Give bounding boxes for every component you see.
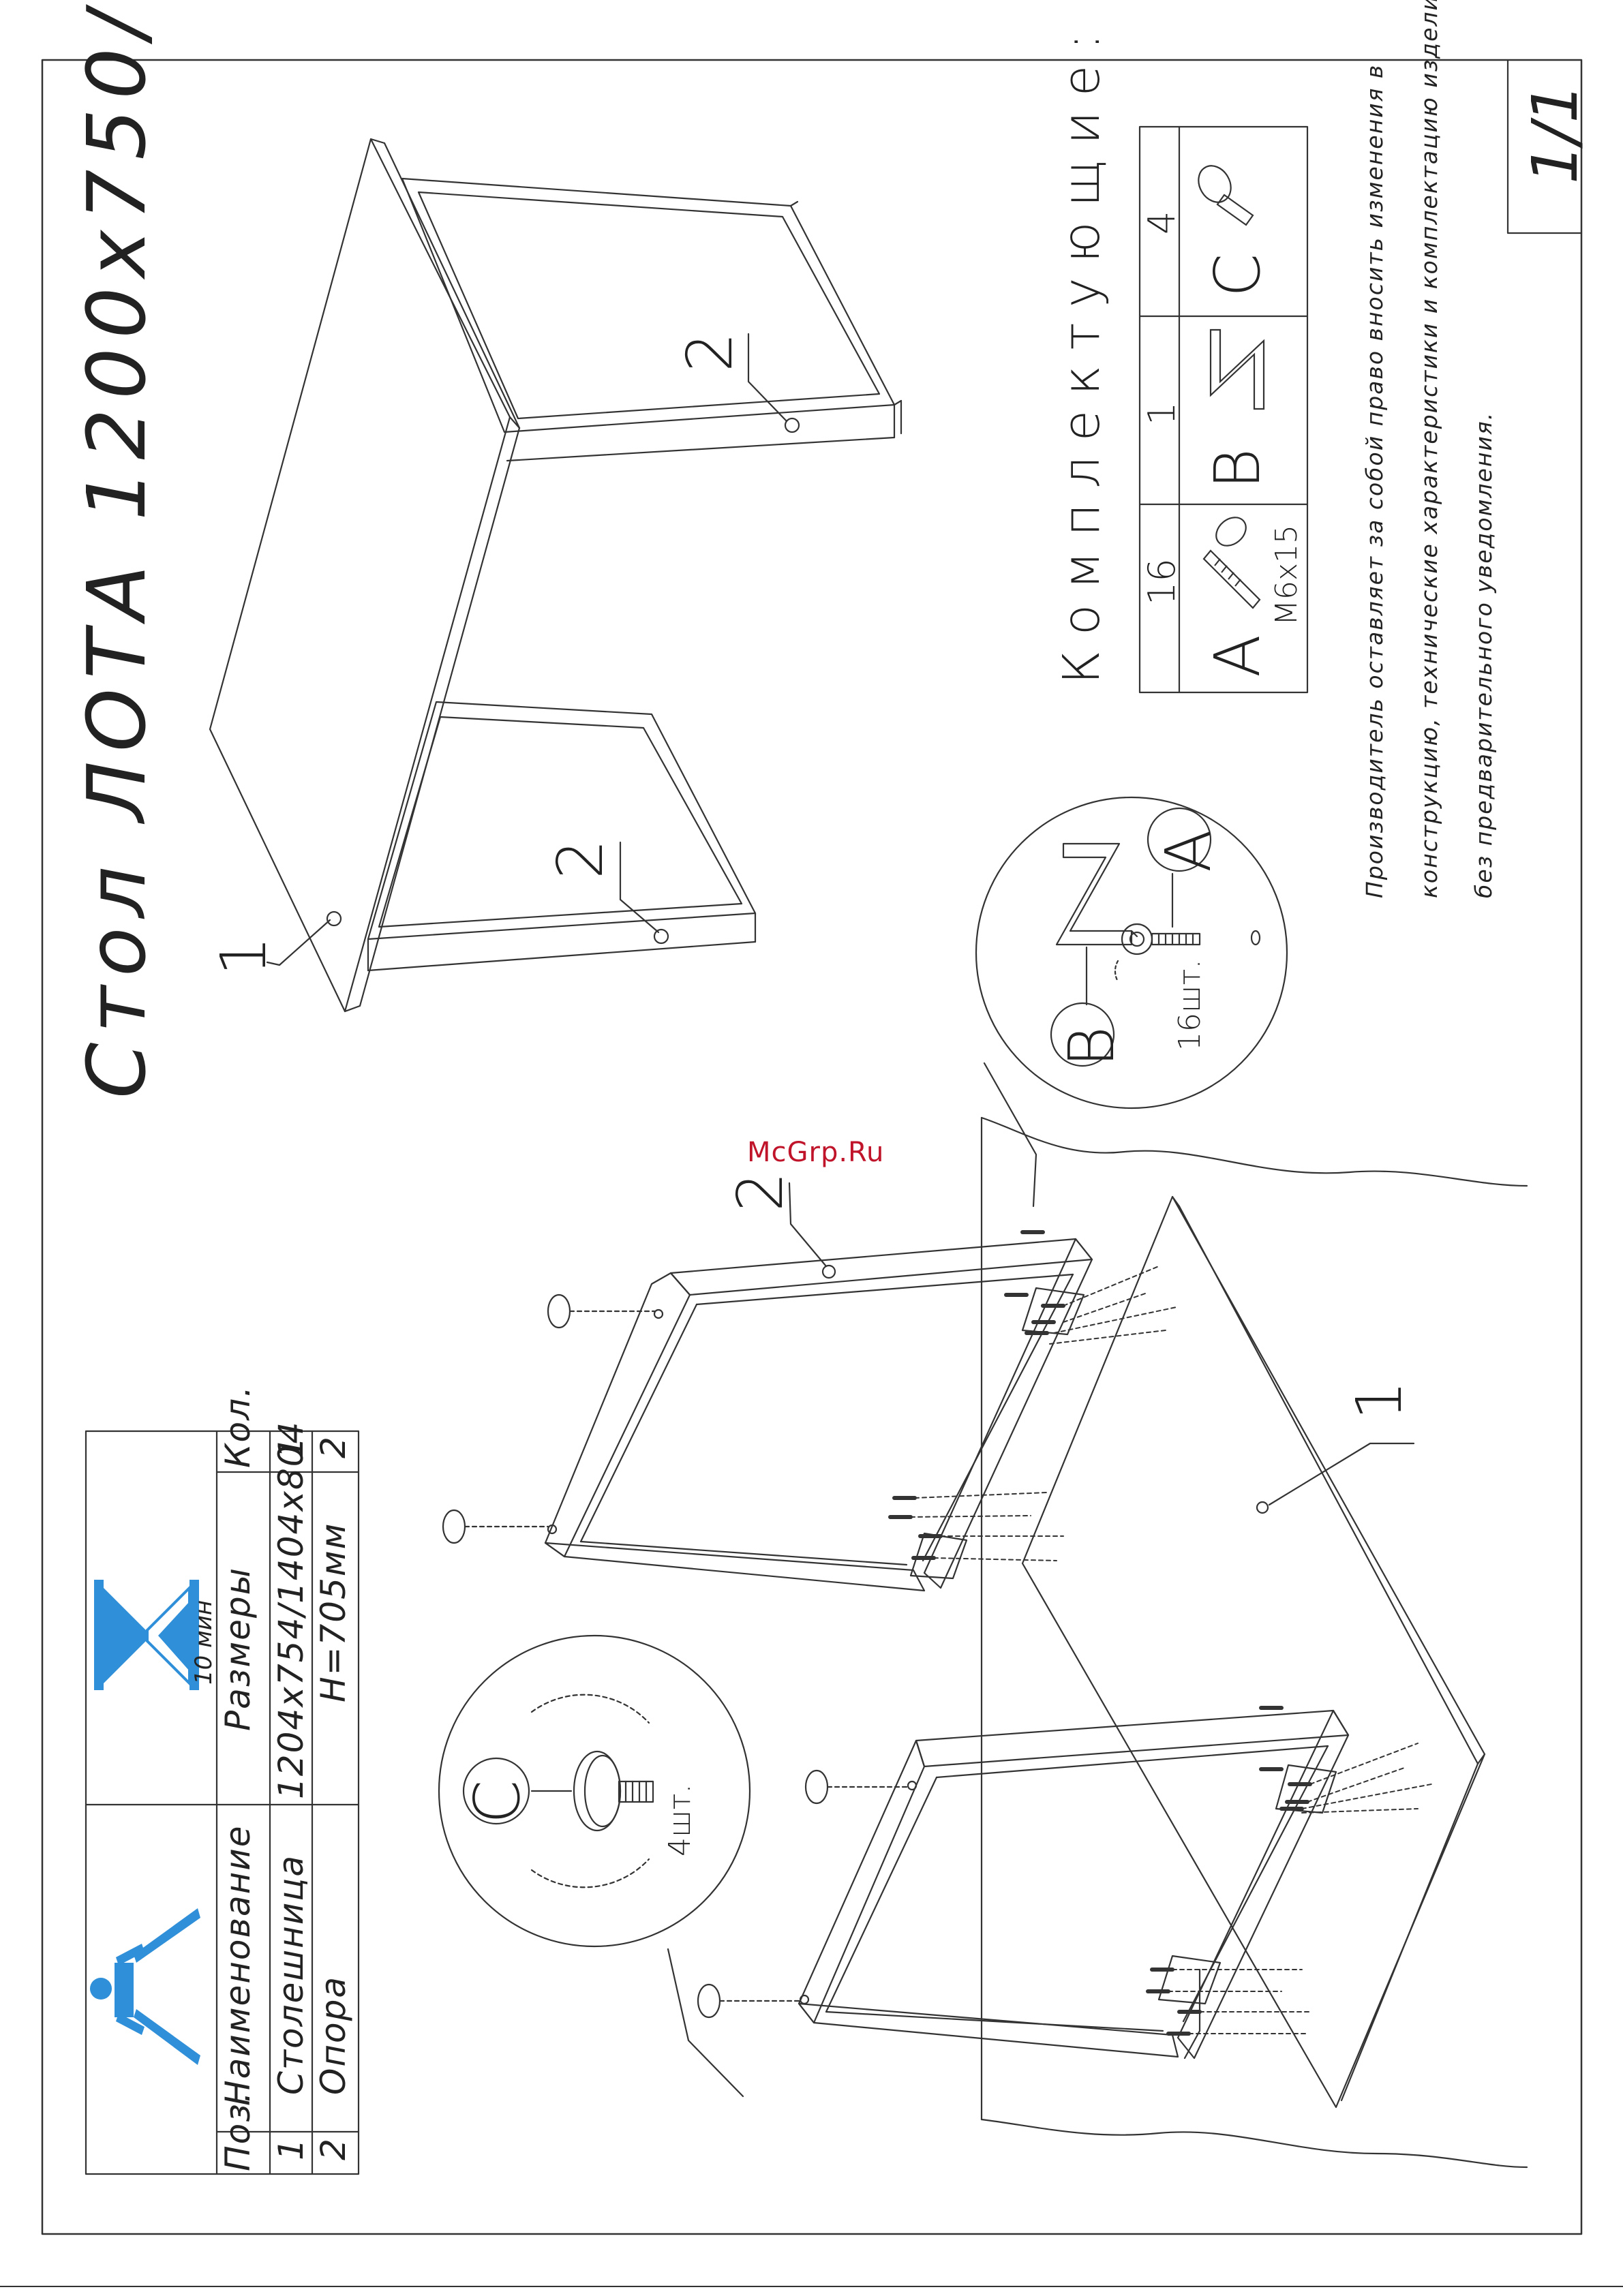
callout-part1-top: 1 [207,936,280,976]
component-A-size: M6x15 [1269,525,1304,626]
manufacturer-note-line2: конструкцию, технические характеристики … [1416,0,1442,898]
detail-C-letter: C [461,1779,534,1824]
feet [442,1294,911,2019]
sheet-frame [41,59,1583,2235]
spec-table-grid [85,1430,360,2175]
components-heading: Комплектующие: [1052,18,1111,684]
callout-part2-top-left: 2 [544,839,617,879]
callout-part2-top-right: 2 [673,332,746,372]
spec-row2-qty: 2 [314,1435,353,1458]
page-title: Стол ЛОТА 1200х750/1400х800 [70,0,164,1099]
component-B-qty: 1 [1140,401,1183,425]
person-icon [90,1908,200,2065]
manufacturer-note-line3: без предварительного уведомления. [1470,411,1497,898]
page-number: 1/1 [1519,82,1592,184]
callout-part2-exploded: 2 [724,1172,797,1212]
component-A-qty: 16 [1140,558,1183,605]
watermark: McGrp.Ru [747,1137,885,1168]
component-C-letter: C [1201,253,1274,297]
table-perspective-view [209,138,902,1013]
detail-C-count: 4шт. [663,1784,697,1856]
components-table-grid [1138,125,1309,694]
spec-header-size: Размеры [218,1566,258,1731]
component-A-letter: A [1201,634,1274,677]
detail-B-letter: B [1055,1026,1128,1067]
spec-row2-name: Опора [314,1975,353,2095]
hourglass-icon [94,1580,199,1690]
spec-header-name: Наименование [218,1824,258,2106]
callout-part1-exploded: 1 [1343,1380,1416,1420]
spec-row1-name: Столешница [271,1854,311,2095]
manufacturer-note-line1: Производитель оставляет за собой право в… [1361,63,1388,898]
component-C-qty: 4 [1140,211,1183,234]
spec-row1-size: 1204х754/1404х804 [271,1420,311,1799]
spec-row2-size: H=705мм [314,1522,353,1702]
tabletop-exploded [1021,1195,1486,2109]
detail-C-circle [438,1634,751,2098]
detail-A-count: 16шт. [1172,959,1207,1051]
spec-row1-qty: 1 [271,1435,311,1458]
floor-wave-upper [980,1116,1528,1187]
component-icons [1198,165,1265,609]
spec-header-qty: Кол. [218,1385,258,1468]
component-B-letter: B [1201,448,1274,489]
spec-row1-pos: 1 [271,2137,311,2160]
page-number-box [1506,59,1583,234]
detail-A-letter: A [1152,829,1225,872]
detail-A-B-circle [975,796,1288,1208]
spec-row2-pos: 2 [314,2137,353,2160]
leg-frame-lower [798,1709,1350,2060]
screws [888,1230,1432,2036]
spec-time: 10 мин [190,1599,217,1685]
floor-wave-lower [980,2118,1528,2169]
